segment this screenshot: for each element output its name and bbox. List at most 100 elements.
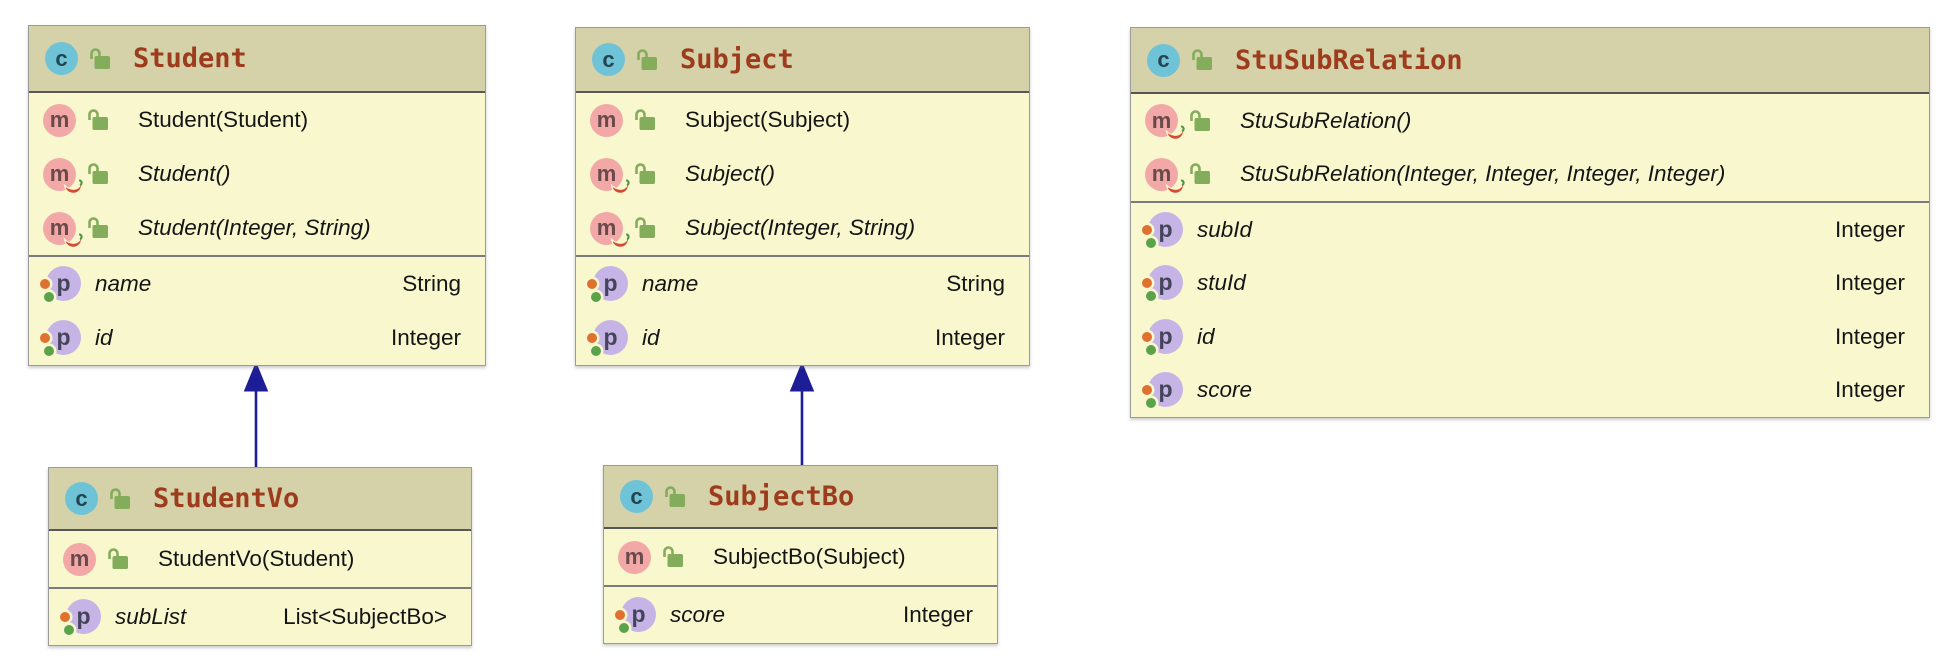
property-icon-letter: p	[1158, 215, 1173, 242]
methods-section: m Subject(Subject) m Subject() m Subject…	[576, 93, 1029, 255]
class-title: Subject	[680, 44, 794, 75]
property-name: stuId	[1197, 270, 1246, 296]
method-icon: m	[1145, 104, 1178, 137]
property-row[interactable]: p id Integer	[576, 311, 1029, 365]
setter-dot-icon	[591, 292, 601, 302]
properties-section: p name String p id Integer	[29, 255, 485, 365]
setter-dot-icon	[1146, 398, 1156, 409]
property-icon-letter: p	[1158, 376, 1173, 403]
property-row[interactable]: p id Integer	[29, 311, 485, 365]
inheritance-arrow-studentvo-to-student	[243, 361, 269, 467]
property-name: subList	[115, 604, 187, 629]
class-header[interactable]: c Student	[29, 26, 485, 93]
methods-section: m SubjectBo(Subject)	[604, 529, 997, 585]
method-row[interactable]: m Student()	[29, 147, 485, 201]
lombok-pepper-icon	[63, 176, 84, 197]
method-row[interactable]: m StuSubRelation(Integer, Integer, Integ…	[1131, 148, 1929, 202]
properties-section: p score Integer	[604, 585, 997, 643]
class-title: SubjectBo	[708, 481, 855, 512]
setter-dot-icon	[591, 346, 601, 356]
method-icon: m	[43, 211, 76, 245]
method-row[interactable]: m SubjectBo(Subject)	[604, 529, 997, 585]
public-lock-icon	[1187, 108, 1213, 134]
property-row[interactable]: p subList List<SubjectBo>	[49, 589, 471, 645]
method-icon: m	[1145, 157, 1178, 191]
class-node-studentvo[interactable]: c StudentVo m StudentVo(Student) p subLi…	[48, 467, 472, 646]
property-icon: p	[60, 599, 101, 635]
getter-dot-icon	[60, 612, 70, 622]
property-name: id	[95, 325, 113, 350]
class-header[interactable]: c SubjectBo	[604, 466, 997, 529]
method-row[interactable]: m StudentVo(Student)	[49, 531, 471, 587]
method-row[interactable]: m Subject(Subject)	[576, 93, 1029, 147]
public-lock-icon	[105, 546, 131, 572]
setter-dot-icon	[1146, 291, 1156, 302]
class-icon: c	[45, 42, 78, 75]
method-row[interactable]: m Student(Integer, String)	[29, 201, 485, 255]
class-title: Student	[133, 43, 247, 74]
class-node-subjectbo[interactable]: c SubjectBo m SubjectBo(Subject) p score…	[603, 465, 998, 644]
method-icon-letter: m	[1151, 161, 1172, 187]
property-icon: p	[40, 320, 81, 356]
method-icon-letter: m	[624, 544, 645, 569]
method-icon-letter: m	[596, 161, 617, 186]
method-label: Subject(Integer, String)	[685, 215, 916, 240]
getter-dot-icon	[40, 333, 50, 343]
properties-section: p name String p id Integer	[576, 255, 1029, 365]
lombok-pepper-icon	[1165, 122, 1186, 143]
method-row[interactable]: m Student(Student)	[29, 93, 485, 147]
properties-section: p subList List<SubjectBo>	[49, 587, 471, 645]
public-lock-icon	[660, 544, 686, 570]
property-type: String	[946, 271, 1005, 296]
property-name: subId	[1197, 216, 1253, 242]
method-row[interactable]: m Subject()	[576, 147, 1029, 201]
class-node-stusubrelation[interactable]: c StuSubRelation m StuSubRelation() m St…	[1130, 27, 1930, 418]
property-row[interactable]: p score Integer	[1131, 364, 1929, 418]
public-lock-icon	[87, 46, 113, 72]
property-row[interactable]: p subId Integer	[1131, 203, 1929, 257]
class-node-student[interactable]: c Student m Student(Student) m Student()…	[28, 25, 486, 366]
property-icon-letter: p	[603, 324, 618, 350]
method-label: SubjectBo(Subject)	[713, 544, 906, 569]
class-header[interactable]: c StudentVo	[49, 468, 471, 531]
class-header[interactable]: c StuSubRelation	[1131, 28, 1929, 94]
setter-dot-icon	[44, 346, 54, 356]
class-node-subject[interactable]: c Subject m Subject(Subject) m Subject()…	[575, 27, 1030, 366]
getter-dot-icon	[1142, 331, 1152, 342]
method-row[interactable]: m Subject(Integer, String)	[576, 201, 1029, 255]
getter-dot-icon	[587, 333, 597, 343]
method-label: StuSubRelation(Integer, Integer, Integer…	[1240, 161, 1726, 187]
method-label: Student()	[138, 161, 231, 186]
method-row[interactable]: m StuSubRelation()	[1131, 94, 1929, 148]
property-row[interactable]: p name String	[576, 257, 1029, 311]
property-type: String	[402, 271, 461, 296]
lombok-pepper-icon	[610, 230, 631, 251]
class-header[interactable]: c Subject	[576, 28, 1029, 93]
lombok-pepper-icon	[610, 176, 631, 197]
class-icon-letter: c	[602, 46, 615, 72]
lombok-pepper-icon	[1165, 176, 1186, 197]
methods-section: m StuSubRelation() m StuSubRelation(Inte…	[1131, 94, 1929, 201]
property-type: Integer	[1834, 377, 1905, 403]
class-icon-letter: c	[55, 45, 68, 71]
property-row[interactable]: p id Integer	[1131, 310, 1929, 364]
property-name: name	[95, 271, 152, 296]
method-icon-letter: m	[596, 215, 617, 240]
property-icon: p	[587, 320, 628, 356]
property-name: id	[642, 325, 660, 350]
property-icon: p	[587, 266, 628, 302]
property-icon-letter: p	[1158, 269, 1173, 296]
getter-dot-icon	[587, 279, 597, 289]
setter-dot-icon	[619, 623, 629, 633]
class-icon-letter: c	[1157, 47, 1170, 72]
property-row[interactable]: p name String	[29, 257, 485, 311]
method-icon-letter: m	[596, 107, 617, 132]
public-lock-icon	[632, 215, 658, 241]
class-icon: c	[620, 480, 653, 513]
public-lock-icon	[1189, 47, 1215, 73]
property-icon: p	[1142, 265, 1183, 302]
property-row[interactable]: p stuId Integer	[1131, 257, 1929, 311]
method-label: Subject(Subject)	[685, 107, 851, 132]
property-row[interactable]: p score Integer	[604, 587, 997, 643]
